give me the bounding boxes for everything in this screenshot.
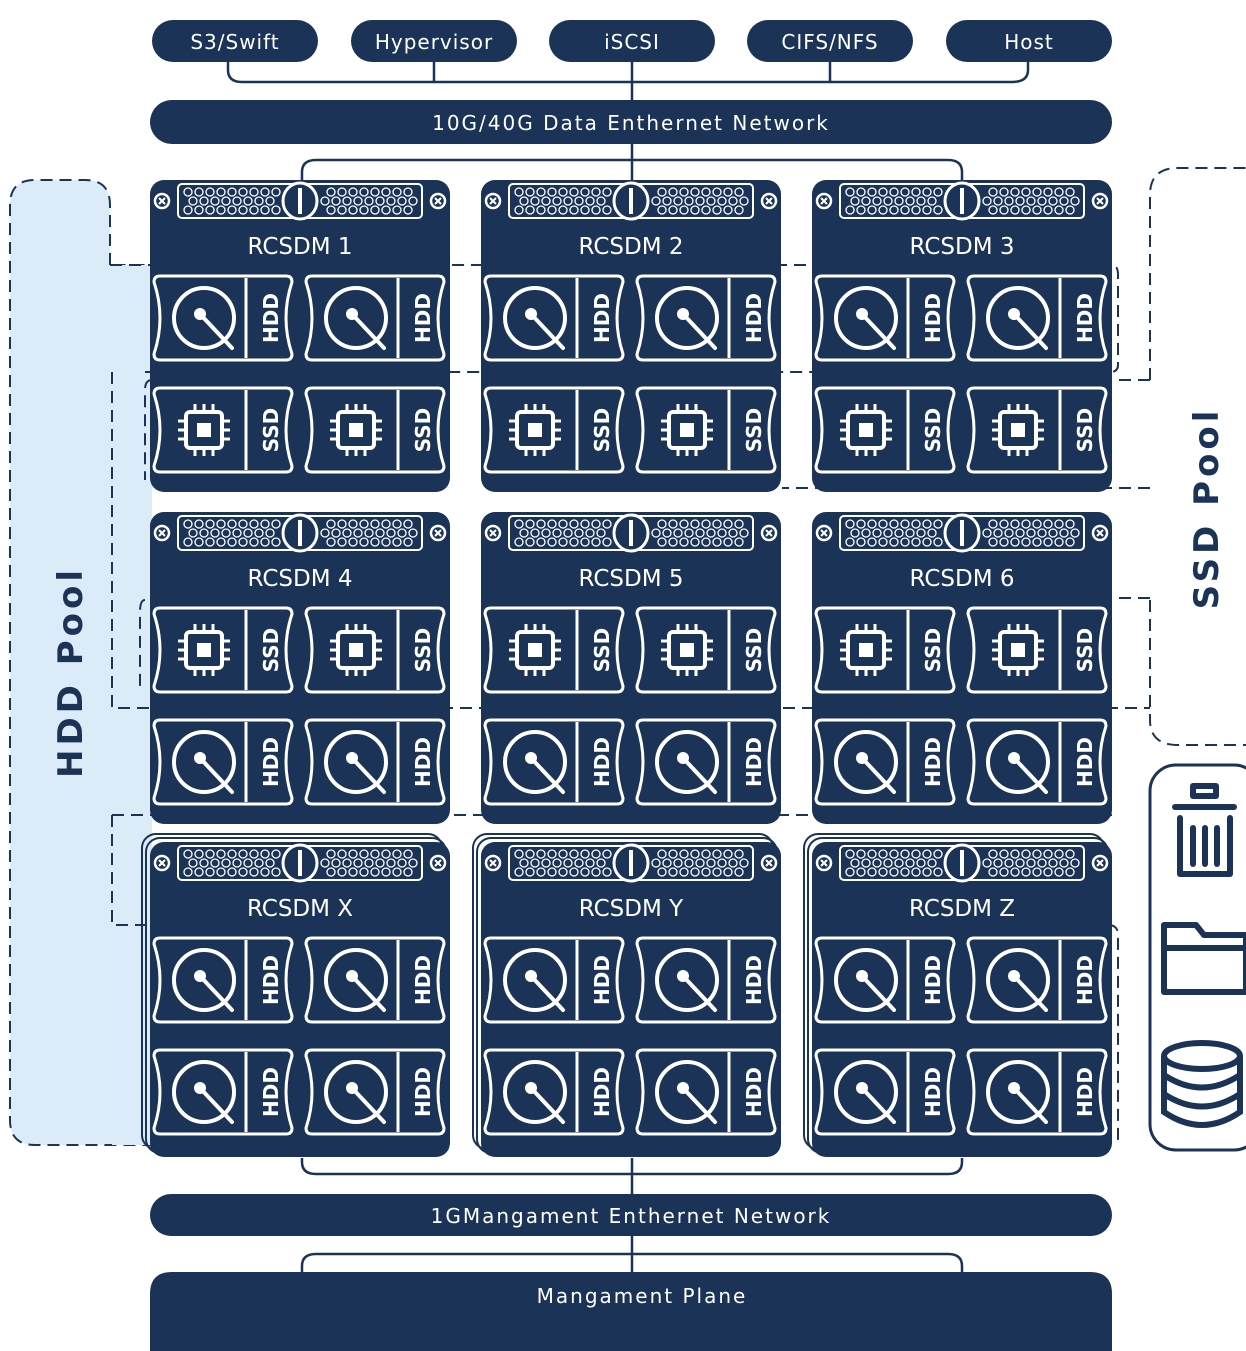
management-plane: Mangament Plane (150, 1272, 1112, 1351)
protocol-label: iSCSI (604, 30, 660, 54)
hdd-pool-label: HDD Pool (51, 566, 91, 778)
protocol-label: CIFS/NFS (781, 30, 878, 54)
drive-type-label: SSD (1073, 408, 1097, 453)
drive-type-label: HDD (1073, 737, 1097, 787)
node-3: RCSDM 3 HDD HDD SSD SSD (812, 180, 1112, 492)
drive-type-label: SSD (590, 628, 614, 673)
drive-type-label: HDD (921, 1067, 945, 1117)
drive-type-label: SSD (742, 628, 766, 673)
protocol-pill-5: Host (946, 20, 1112, 62)
chip-icon (661, 624, 713, 676)
data-network: 10G/40G Data Enthernet Network (150, 100, 1112, 144)
drive-type-label: SSD (590, 408, 614, 453)
node-name: RCSDM Y (579, 896, 684, 922)
drive-type-label: HDD (590, 955, 614, 1005)
protocol-label: Hypervisor (375, 30, 493, 54)
drive-type-label: HDD (921, 737, 945, 787)
node-5: RCSDM 5 SSD SSD HDD HDD (481, 512, 781, 824)
drive-type-label: HDD (259, 737, 283, 787)
drive-type-label: HDD (742, 293, 766, 343)
node-2: RCSDM 2 HDD HDD SSD SSD (481, 180, 781, 492)
data-network-label: 10G/40G Data Enthernet Network (432, 111, 830, 135)
node-9: RCSDM Z HDD HDD HDD HDD (804, 834, 1112, 1157)
drive-type-label: SSD (921, 628, 945, 673)
hdd-pool-region: HDD Pool (10, 180, 152, 1145)
drive-type-label: HDD (742, 955, 766, 1005)
management-network: 1GMangament Enthernet Network (150, 1194, 1112, 1236)
node-name: RCSDM 5 (579, 566, 684, 592)
node-name: RCSDM X (247, 896, 353, 922)
drive-type-label: HDD (921, 293, 945, 343)
node-4: RCSDM 4 SSD SSD HDD HDD (150, 512, 450, 824)
node-name: RCSDM 6 (910, 566, 1015, 592)
node-8: RCSDM Y HDD HDD HDD HDD (473, 834, 781, 1157)
node-name: RCSDM Z (909, 896, 1015, 922)
drive-type-label: SSD (259, 628, 283, 673)
node-name: RCSDM 4 (248, 566, 353, 592)
drive-type-label: SSD (742, 408, 766, 453)
drive-type-label: HDD (590, 737, 614, 787)
protocol-pill-3: iSCSI (549, 20, 715, 62)
drive-type-label: HDD (411, 737, 435, 787)
chip-icon (992, 624, 1044, 676)
drive-type-label: HDD (259, 293, 283, 343)
chip-icon (661, 404, 713, 456)
ssd-pool-label: SSD Pool (1187, 407, 1227, 610)
service-icons-panel (1150, 765, 1246, 1150)
drive-type-label: HDD (411, 955, 435, 1005)
drive-type-label: HDD (590, 293, 614, 343)
drive-type-label: SSD (259, 408, 283, 453)
drive-type-label: HDD (259, 955, 283, 1005)
protocol-label: Host (1004, 30, 1054, 54)
drive-type-label: SSD (1073, 628, 1097, 673)
node-1: RCSDM 1 HDD HDD SSD SSD (150, 180, 450, 492)
chip-icon (992, 404, 1044, 456)
drive-type-label: HDD (921, 955, 945, 1005)
chip-icon (330, 404, 382, 456)
protocol-label: S3/Swift (190, 30, 279, 54)
drive-type-label: SSD (921, 408, 945, 453)
chip-icon (330, 624, 382, 676)
protocol-pill-4: CIFS/NFS (747, 20, 913, 62)
protocol-pill-1: S3/Swift (152, 20, 318, 62)
ssd-pool-region: SSD Pool (1150, 168, 1246, 745)
node-name: RCSDM 1 (248, 234, 353, 260)
node-7: RCSDM X HDD HDD HDD HDD (142, 834, 450, 1157)
chip-icon (509, 624, 561, 676)
protocol-pill-2: Hypervisor (351, 20, 517, 62)
drive-type-label: HDD (411, 293, 435, 343)
drive-type-label: HDD (590, 1067, 614, 1117)
management-network-label: 1GMangament Enthernet Network (431, 1204, 832, 1228)
drive-type-label: SSD (411, 408, 435, 453)
protocol-bar: S3/Swift Hypervisor iSCSI CIFS/NFS Host (152, 20, 1112, 62)
chip-icon (178, 404, 230, 456)
drive-type-label: HDD (742, 1067, 766, 1117)
drive-type-label: HDD (1073, 955, 1097, 1005)
chip-icon (509, 404, 561, 456)
drive-type-label: HDD (1073, 293, 1097, 343)
drive-type-label: HDD (411, 1067, 435, 1117)
node-6: RCSDM 6 SSD SSD HDD HDD (812, 512, 1112, 824)
node-name: RCSDM 3 (910, 234, 1015, 260)
drive-type-label: SSD (411, 628, 435, 673)
chip-icon (178, 624, 230, 676)
chip-icon (840, 404, 892, 456)
drive-type-label: HDD (259, 1067, 283, 1117)
management-plane-label: Mangament Plane (537, 1284, 748, 1308)
node-name: RCSDM 2 (579, 234, 684, 260)
chip-icon (840, 624, 892, 676)
drive-type-label: HDD (1073, 1067, 1097, 1117)
drive-type-label: HDD (742, 737, 766, 787)
